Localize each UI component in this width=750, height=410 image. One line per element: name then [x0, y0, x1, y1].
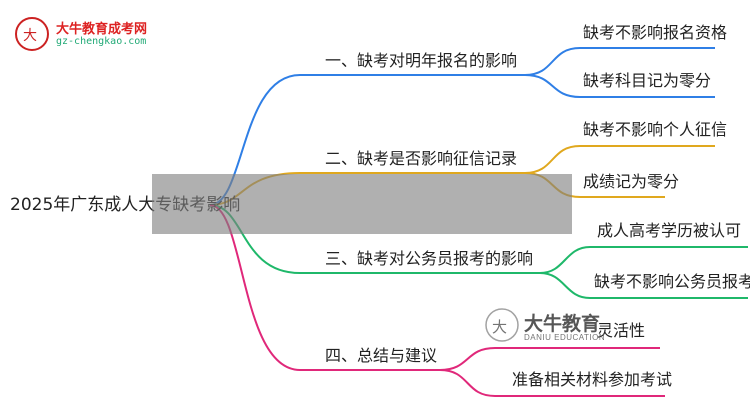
- watermark-logo-icon: 大: [485, 308, 519, 342]
- leaf-3-1: 成人高考学历被认可: [597, 221, 742, 240]
- svg-text:大: 大: [23, 28, 37, 44]
- leaf-2-2: 成绩记为零分: [583, 172, 680, 191]
- site-logo[interactable]: 大 大牛教育成考网 gz-chengkao.com: [14, 14, 164, 54]
- link-b4-c1: [439, 347, 660, 371]
- leaf-2-1: 缺考不影响个人征信: [583, 120, 728, 139]
- link-b1-c1: [524, 47, 715, 76]
- link-b4-c2: [439, 369, 665, 397]
- logo-url-text: gz-chengkao.com: [56, 36, 147, 47]
- link-b2-c1: [524, 145, 715, 174]
- leaf-3-2: 缺考不影响公务员报考: [594, 272, 750, 291]
- branch-2: 二、缺考是否影响征信记录: [325, 149, 518, 168]
- branch-1: 一、缺考对明年报名的影响: [325, 51, 518, 70]
- branch-3: 三、缺考对公务员报考的影响: [325, 249, 534, 268]
- watermark-brand: 大牛教育: [524, 313, 601, 335]
- branch-4: 四、总结与建议: [325, 346, 438, 365]
- leaf-1-2: 缺考科目记为零分: [583, 71, 712, 90]
- daniu-logo-icon: 大: [15, 17, 49, 51]
- link-b1-c2: [524, 74, 715, 98]
- leaf-1-1: 缺考不影响报名资格: [583, 23, 728, 42]
- link-b3-c2: [539, 272, 748, 299]
- watermark-sub: DANIU EDUCATION: [524, 333, 606, 342]
- link-b3-c1: [539, 246, 748, 274]
- watermark-logo: 大 大牛教育 DANIU EDUCATION: [484, 303, 614, 349]
- leaf-4-2: 准备相关材料参加考试: [512, 370, 673, 389]
- overlay-band: [152, 174, 572, 234]
- leaf-4-1: 灵活性: [597, 321, 646, 340]
- logo-brand-text: 大牛教育成考网: [56, 22, 148, 37]
- svg-text:大: 大: [492, 318, 507, 336]
